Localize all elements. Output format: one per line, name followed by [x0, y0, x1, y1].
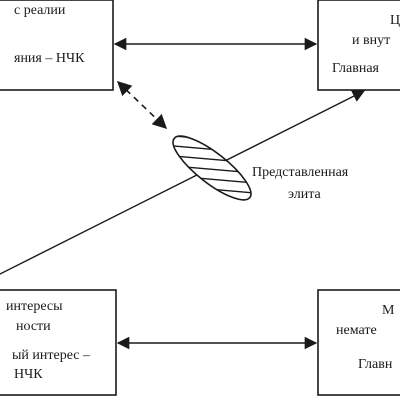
box-bottom-left-line-4: НЧК [14, 367, 43, 382]
arrow-diagonal [0, 90, 366, 275]
box-bottom-left-line-1: интересы [6, 299, 63, 314]
box-top-right: Ц и внут Главная [317, 0, 400, 91]
box-bottom-right-line-2: немате [336, 323, 377, 338]
arrow-dashed [116, 81, 168, 129]
box-top-right-line-1: Ц [390, 13, 400, 28]
box-bottom-right: М немате Главн [317, 289, 400, 396]
box-bottom-left: интересы ности ый интерес – НЧК [0, 289, 117, 396]
box-bottom-right-line-1: М [382, 303, 395, 318]
box-top-right-line-2: и внут [352, 33, 390, 48]
box-top-right-line-3: Главная [332, 61, 380, 76]
box-top-left-line-1: с реалии [14, 3, 66, 18]
box-bottom-left-line-3: ый интерес – [12, 348, 91, 363]
box-bottom-right-line-3: Главн [358, 357, 393, 372]
box-bottom-left-line-2: ности [16, 319, 51, 334]
box-top-left-line-2: яния – НЧК [14, 51, 85, 66]
box-top-left: с реалии яния – НЧК [0, 0, 114, 91]
elite-label-line-1: Представленная [252, 165, 349, 180]
elite-label-line-2: элита [288, 187, 322, 202]
